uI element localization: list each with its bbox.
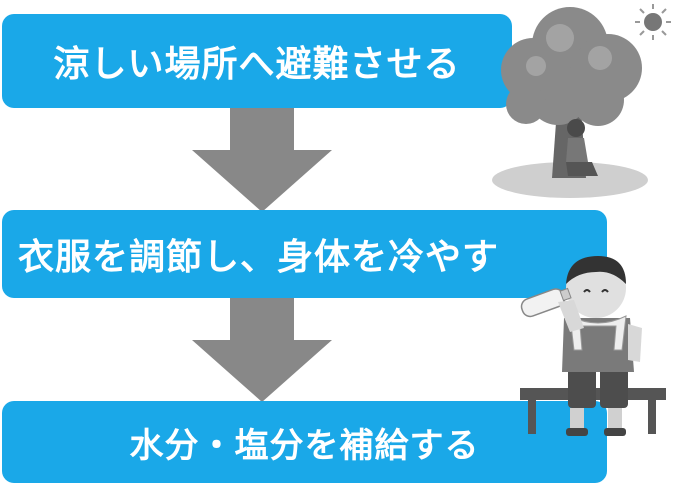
step-label-3: 水分・塩分を補給する	[129, 425, 480, 466]
down-arrow-icon	[192, 108, 332, 212]
down-arrow-icon	[192, 298, 332, 402]
step-label-1: 涼しい場所へ避難させる	[53, 44, 461, 85]
sun-icon	[635, 4, 671, 40]
step-box-1: 涼しい場所へ避難させる	[2, 14, 512, 108]
tree-shade-icon	[492, 4, 671, 198]
person-drinking-icon	[520, 256, 666, 436]
step-box-2: 衣服を調節し、身体を冷やす	[2, 210, 607, 298]
step-box-3: 水分・塩分を補給する	[2, 401, 607, 483]
step-label-2: 衣服を調節し、身体を冷やす	[18, 237, 500, 278]
